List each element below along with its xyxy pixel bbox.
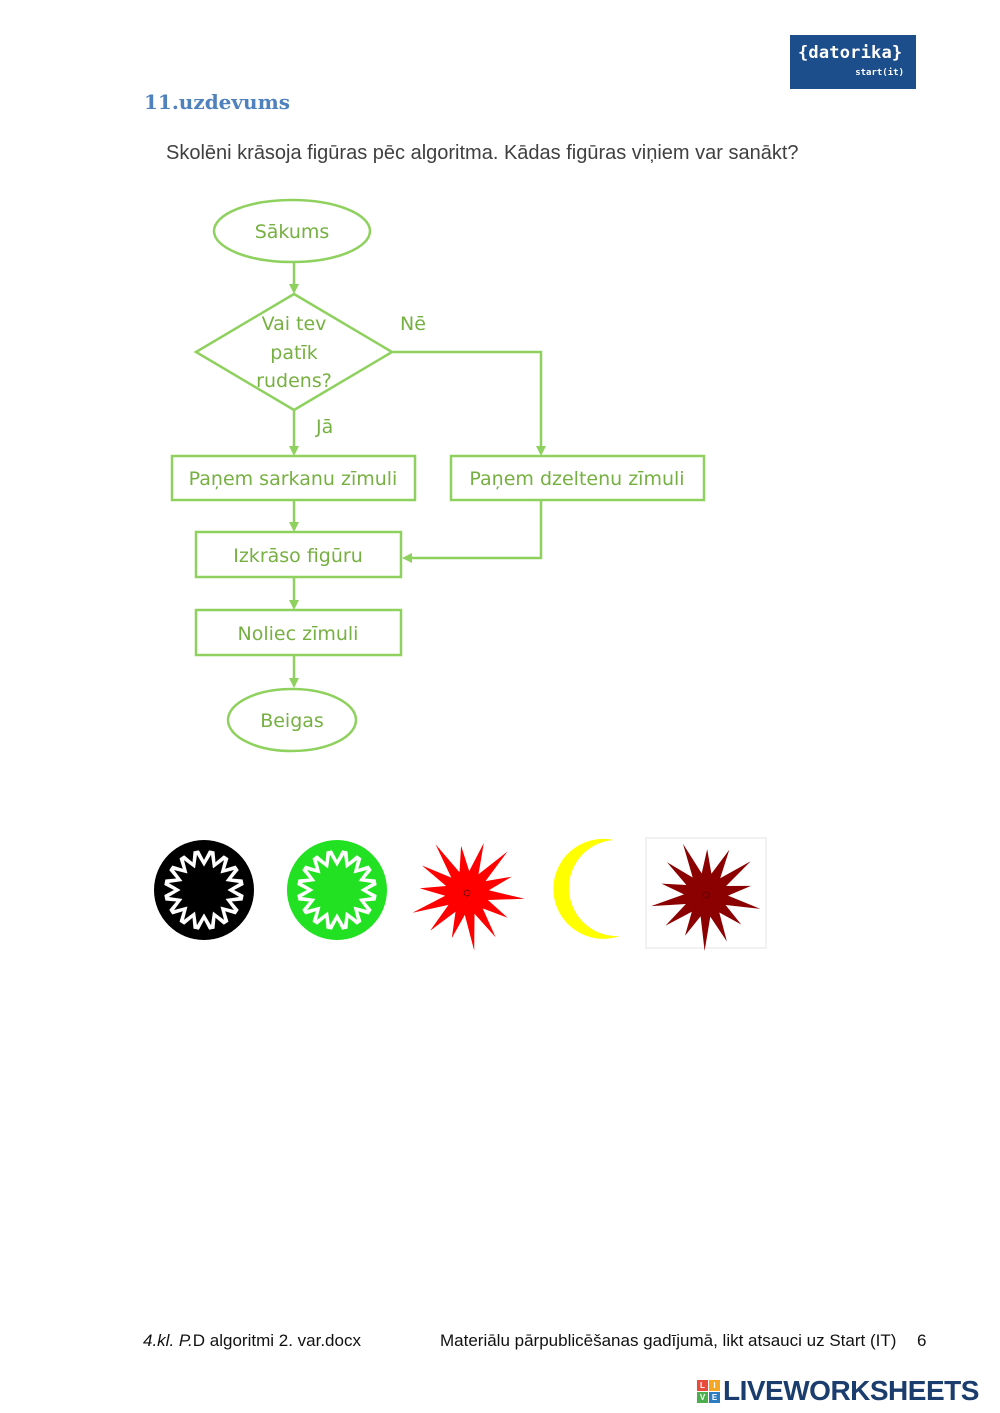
no-branch-label: Nē: [400, 313, 426, 335]
logo-text: {datorika}: [798, 43, 903, 63]
flowchart-connectors: [289, 262, 546, 688]
crescent-moon-icon: [553, 838, 620, 939]
footer-file: D algoritmi 2. var.docx: [192, 1331, 361, 1350]
step-take-red: Paņem sarkanu zīmuli: [170, 454, 417, 502]
footer-doc-name: 4.kl. P.D algoritmi 2. var.docx: [143, 1331, 361, 1351]
star-burst-icon: [645, 837, 767, 951]
start-node: Sākums: [212, 198, 372, 264]
page-number: 6: [917, 1331, 927, 1350]
task-question: Skolēni krāsoja figūras pēc algoritma. K…: [166, 142, 799, 164]
star-burst-icon: [412, 843, 525, 951]
step-put-pencil-label: Noliec zīmuli: [238, 623, 359, 645]
badge-letter: I: [709, 1380, 720, 1391]
footer-grade: 4.kl. P.: [143, 1331, 193, 1350]
brand-name: LIVEWORKSHEETS: [723, 1375, 979, 1406]
logo-subtext: start(it): [855, 68, 904, 78]
live-badge-icon: L I V E: [697, 1380, 721, 1404]
step-take-red-label: Paņem sarkanu zīmuli: [189, 468, 398, 490]
end-node: Beigas: [226, 687, 358, 753]
decision-node: Vai tev patīk rudens?: [193, 292, 395, 412]
step-take-yellow-label: Paņem dzeltenu zīmuli: [469, 468, 684, 490]
mandala-icon: [287, 840, 387, 940]
task-title: 11.uzdevums: [144, 90, 290, 114]
end-label: Beigas: [260, 710, 324, 732]
badge-letter: E: [709, 1392, 720, 1403]
step-color-figure: Izkrāso figūru: [194, 530, 403, 579]
yes-branch-label: Jā: [315, 416, 333, 438]
start-label: Sākums: [255, 221, 330, 243]
decision-label-line3: rudens?: [256, 370, 332, 392]
footer-notice: Materiālu pārpublicēšanas gadījumā, likt…: [440, 1331, 897, 1350]
decision-label-line2: patīk: [270, 342, 317, 364]
step-color-figure-label: Izkrāso figūru: [233, 545, 363, 567]
decision-label-line1: Vai tev: [262, 313, 327, 335]
step-put-pencil: Noliec zīmuli: [194, 608, 403, 657]
badge-letter: L: [697, 1380, 708, 1391]
datorika-logo: {datorika} start(it): [790, 35, 916, 89]
mandala-icon: [154, 840, 254, 940]
badge-letter: V: [697, 1392, 708, 1403]
step-take-yellow: Paņem dzeltenu zīmuli: [449, 454, 706, 502]
flowchart: Sākums Vai tev patīk rudens? Nē Jā Paņem…: [170, 198, 706, 753]
